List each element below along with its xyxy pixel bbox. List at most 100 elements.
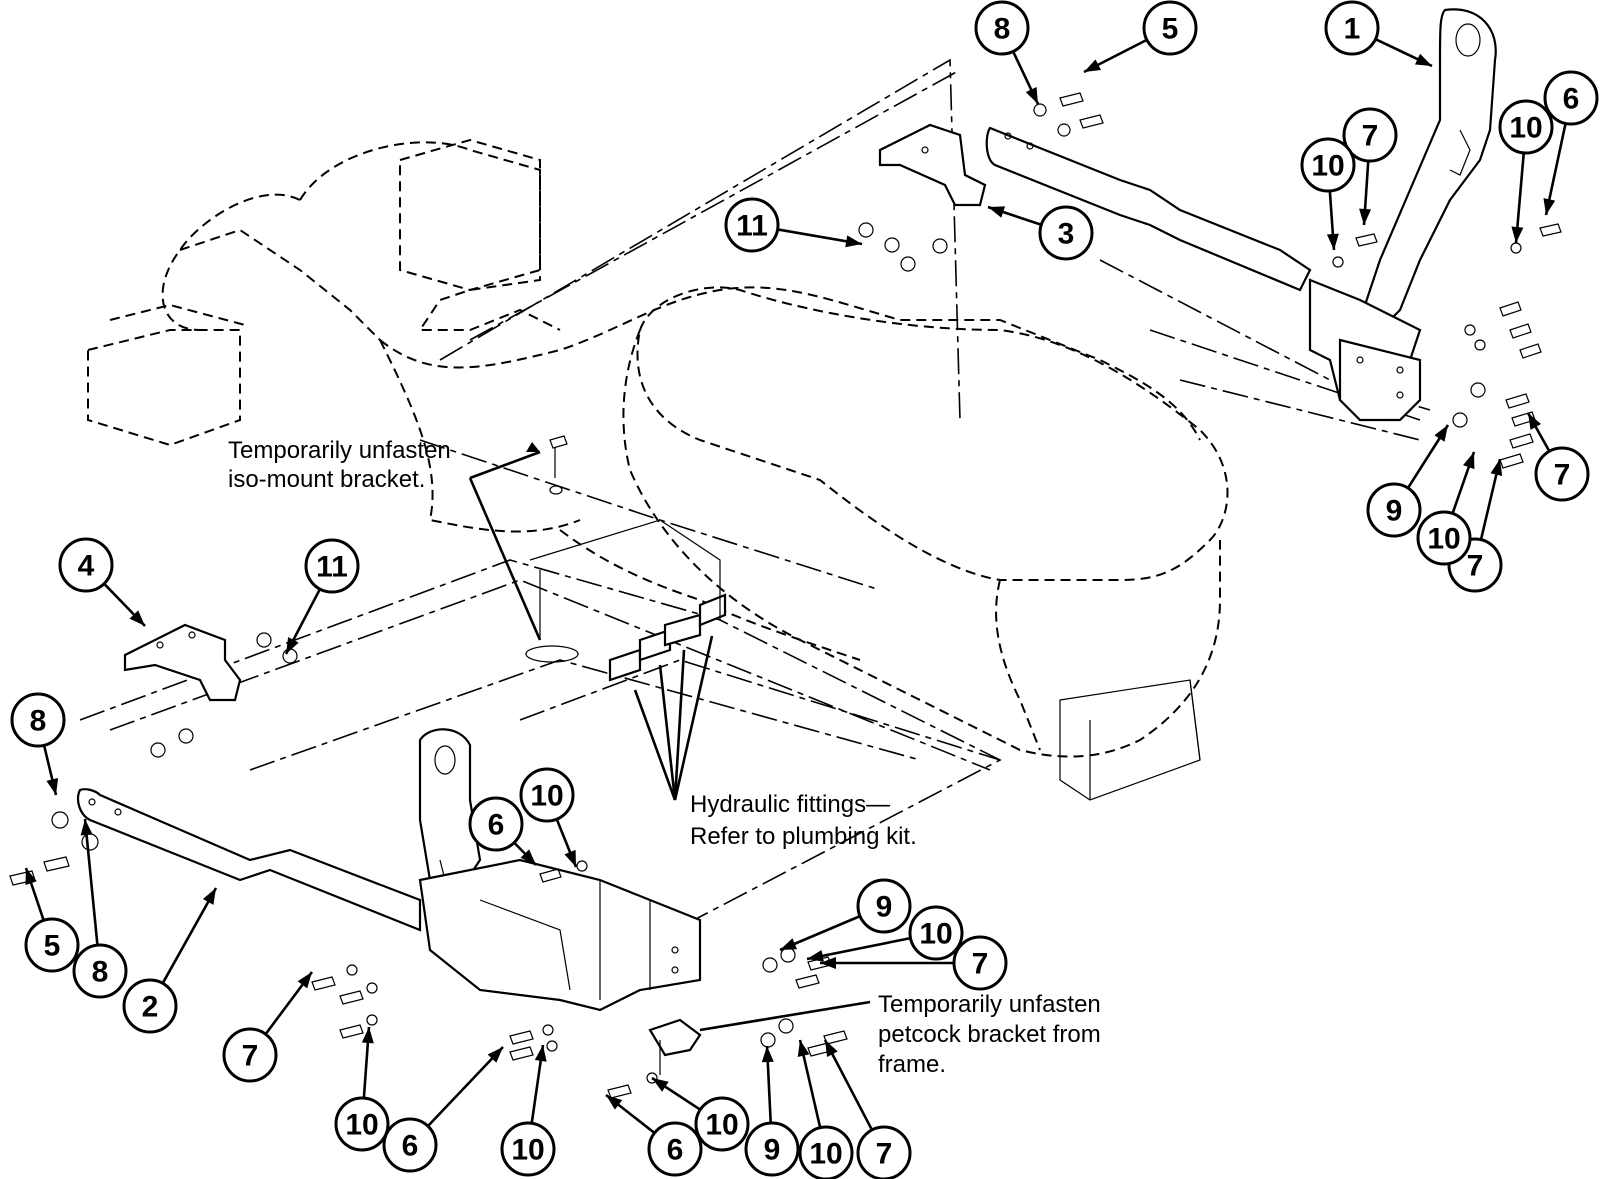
callout-7: 7	[222, 971, 314, 1083]
callout-circle	[10, 692, 66, 748]
callout-10: 10	[797, 1039, 854, 1179]
callout-number: 10	[919, 918, 952, 951]
callout-arrowhead	[80, 819, 93, 836]
right-frame-rail	[985, 126, 1312, 292]
callout-circle	[122, 978, 178, 1034]
callout-number: 5	[1162, 13, 1179, 46]
callout-circle	[1366, 482, 1422, 538]
callout-circle	[744, 1121, 800, 1177]
callout-circle	[58, 537, 114, 593]
callout-number: 8	[994, 13, 1011, 46]
callout-arrowhead	[1326, 233, 1339, 250]
hydraulic-fittings	[525, 519, 727, 682]
callout-number: 7	[1554, 459, 1571, 492]
callout-circle	[974, 0, 1030, 56]
callout-circle	[1416, 510, 1472, 566]
callout-leader	[83, 818, 99, 946]
callout-arrowhead	[1414, 53, 1432, 66]
callout-6: 6	[1543, 70, 1599, 216]
callout-circle	[1300, 137, 1356, 193]
callout-arrowhead	[286, 637, 299, 654]
callout-arrowhead	[797, 1040, 810, 1057]
callout-arrowhead	[845, 235, 862, 248]
callout-8: 8	[10, 692, 66, 796]
callout-10: 10	[1498, 99, 1554, 244]
callout-5: 5	[1083, 0, 1198, 74]
right-lift-arm	[1358, 8, 1497, 332]
petcock-bracket	[648, 1018, 702, 1075]
callout-number: 6	[1563, 83, 1580, 116]
callout-number: 10	[1509, 112, 1542, 145]
callout-number: 4	[78, 550, 95, 583]
callout-number: 6	[667, 1134, 684, 1167]
callout-number: 8	[30, 705, 47, 738]
callout-circle	[468, 796, 524, 852]
callout-arrowhead	[25, 868, 37, 886]
callout-arrowhead	[1359, 208, 1372, 225]
note-iso-mount: Temporarily unfasten iso-mount bracket.	[228, 437, 542, 641]
callout-7: 7	[1342, 107, 1398, 226]
callout-10: 10	[500, 1044, 556, 1177]
callout-number: 7	[242, 1040, 259, 1073]
callout-9: 9	[779, 878, 912, 952]
callout-10: 10	[1300, 137, 1356, 251]
callout-arrowhead	[1528, 413, 1542, 430]
callout-1: 1	[1324, 0, 1433, 68]
callout-circle	[1498, 99, 1554, 155]
callout-arrowhead	[820, 957, 836, 969]
callout-number: 2	[142, 991, 159, 1024]
callout-arrowhead	[1025, 86, 1038, 104]
callout-circle	[382, 1117, 438, 1173]
callout-arrowhead	[534, 1045, 547, 1062]
note-petcock-line1: Temporarily unfasten	[878, 991, 1101, 1018]
callout-number: 9	[764, 1134, 781, 1167]
callout-circle	[334, 1096, 390, 1152]
callout-7: 7	[1526, 412, 1590, 502]
callout-circle	[1038, 205, 1094, 261]
callout-arrowhead	[1490, 459, 1503, 476]
callout-7: 7	[820, 935, 1008, 991]
callout-number: 11	[736, 210, 768, 243]
callout-number: 11	[316, 551, 348, 584]
callout-number: 10	[1427, 523, 1460, 556]
callout-number: 3	[1058, 218, 1075, 251]
callout-number: 6	[402, 1130, 419, 1163]
callout-arrowhead	[825, 1040, 838, 1057]
callout-circle	[856, 878, 912, 934]
callout-circle	[856, 1125, 912, 1179]
note-hydraulic: Hydraulic fittings— Refer to plumbing ki…	[633, 635, 917, 850]
callout-circle	[72, 943, 128, 999]
callout-circle	[724, 197, 780, 253]
callout-arrowhead	[361, 1027, 374, 1044]
callout-circle	[1543, 70, 1599, 126]
callout-arrowhead	[202, 888, 216, 905]
note-petcock-line2: petcock bracket from	[878, 1021, 1101, 1048]
callout-number: 5	[44, 930, 61, 963]
callout-number: 7	[1467, 550, 1484, 583]
callout-8: 8	[72, 818, 128, 999]
callout-arrowhead	[761, 1046, 774, 1063]
callout-number: 8	[92, 956, 109, 989]
callout-number: 10	[809, 1138, 842, 1171]
callout-circle	[908, 905, 964, 961]
engine-housing-outline	[87, 138, 1229, 801]
callout-arrowhead	[1463, 452, 1475, 470]
callout-arrowhead	[520, 849, 536, 865]
callout-circle	[222, 1027, 278, 1083]
callout-3: 3	[987, 205, 1094, 261]
callout-circle	[500, 1121, 556, 1177]
iso-mount-bracket-left	[123, 623, 242, 702]
callout-number: 10	[511, 1134, 544, 1167]
callout-arrowhead	[1434, 425, 1448, 442]
callout-circle	[647, 1121, 703, 1177]
callout-11: 11	[724, 197, 863, 253]
callout-10: 10	[806, 905, 964, 962]
callout-10: 10	[519, 767, 578, 868]
callout-circle	[304, 538, 360, 594]
callout-arrowhead	[1084, 59, 1101, 72]
callout-circle	[1324, 0, 1380, 56]
left-mounting-bracket	[418, 858, 702, 1012]
left-frame-rail	[76, 788, 422, 932]
callout-arrowhead	[988, 206, 1006, 218]
note-iso-mount-line1: Temporarily unfasten	[228, 437, 451, 464]
